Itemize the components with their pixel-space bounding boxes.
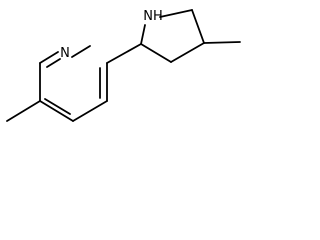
bond-pyridine-pyrrolidine [106, 43, 142, 64]
bond-ring-c3-c4 [72, 100, 108, 122]
bond-pyrrolidine-c4-c3 [170, 42, 205, 63]
bond-ring-c4-c5 [39, 100, 74, 122]
bond-ring-inner-2 [44, 98, 71, 115]
bond-methyl-pyridine [6, 100, 41, 122]
bond-pyrrolidine-c3-c2 [140, 43, 172, 63]
nitrogen-label-pyridine: N [60, 46, 70, 61]
bond-methyl-pyrrolidine [203, 41, 241, 44]
bond-pyrrolidine-c5-c4 [191, 9, 205, 44]
bond-pyrrolidine-c2-n [140, 24, 146, 45]
molecule-structure: N NH [0, 0, 248, 136]
bond-ring-c6-n [39, 51, 59, 64]
bond-pyrrolidine-n-c5 [159, 9, 193, 18]
bond-ring-n-c2 [71, 45, 91, 58]
bond-ring-inner-3 [46, 58, 61, 68]
nitrogen-label-pyrrolidine: NH [143, 9, 163, 24]
structure-drawing: N NH [6, 9, 241, 122]
